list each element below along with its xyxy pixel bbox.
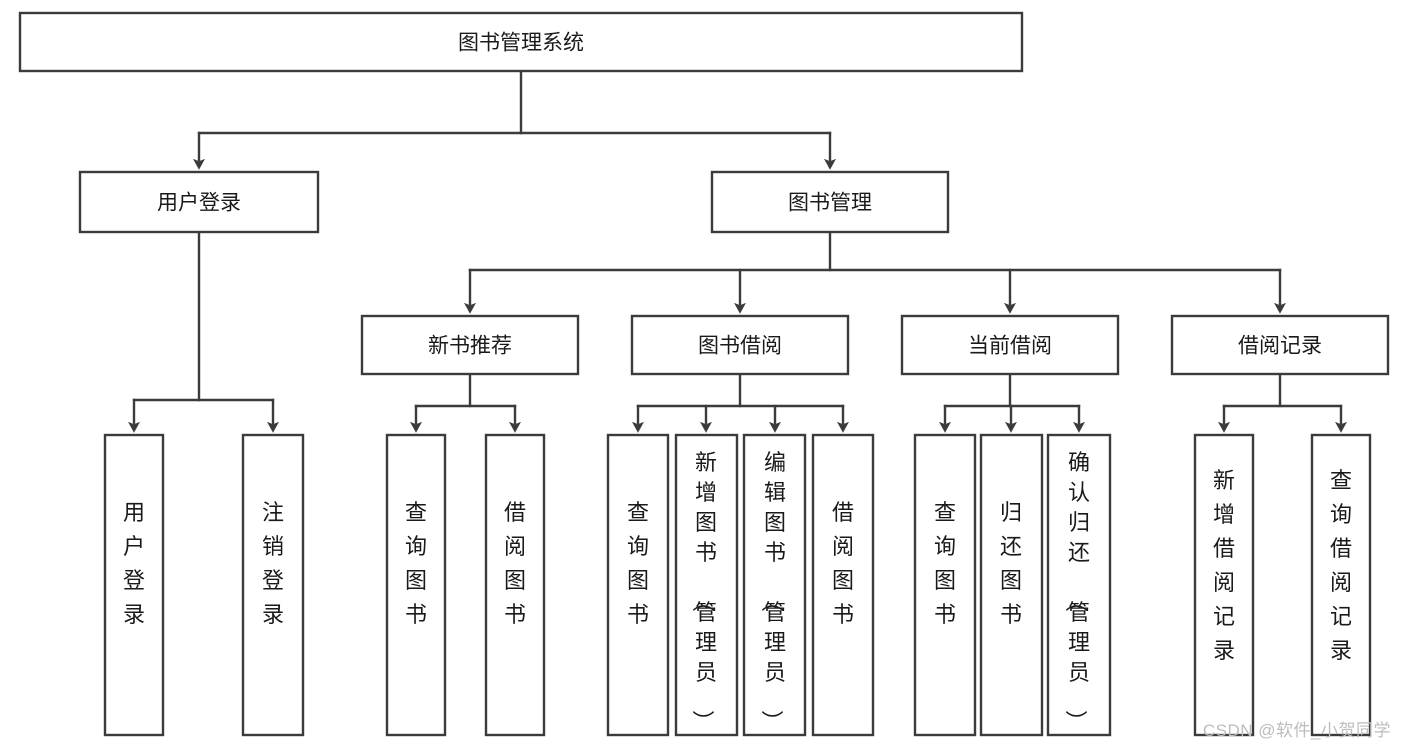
node-borrow-record[interactable]: 借阅记录 (1170, 314, 1390, 376)
leaf-query-book-borrow-label: 查询图书 (627, 500, 649, 627)
leaf-edit-book-admin[interactable]: 编辑图书（管理员） (742, 433, 807, 737)
leaf-borrow-book-borrow-box[interactable] (811, 433, 875, 737)
leaf-add-borrow-record-box[interactable] (1193, 433, 1255, 737)
leaf-query-book-new-box[interactable] (385, 433, 447, 737)
leaf-edit-book-admin-box[interactable] (742, 433, 807, 737)
node-book-manage-label: 图书管理 (788, 192, 872, 215)
node-current-borrow-label: 当前借阅 (968, 335, 1052, 358)
leaf-borrow-book-borrow-label: 借阅图书 (832, 500, 854, 627)
node-borrow-record-label: 借阅记录 (1238, 335, 1322, 358)
leaf-return-book-box[interactable] (979, 433, 1044, 737)
leaf-confirm-return-admin-box[interactable] (1046, 433, 1112, 737)
leaf-edit-book-admin-label: 编辑图书（管理员） (759, 450, 786, 732)
node-user-login-box[interactable] (78, 170, 320, 234)
leaf-query-book-current-box[interactable] (913, 433, 977, 737)
leaf-query-book-current[interactable]: 查询图书 (913, 433, 977, 737)
leaf-borrow-book-new-box[interactable] (484, 433, 546, 737)
node-new-book-recommend[interactable]: 新书推荐 (360, 314, 580, 376)
node-user-login-label: 用户登录 (157, 192, 241, 215)
node-user-login[interactable]: 用户登录 (78, 170, 320, 234)
leaf-add-book-admin[interactable]: 新增图书（管理员） (674, 433, 739, 737)
leaf-query-borrow-record-label: 查询借阅记录 (1330, 468, 1352, 663)
leaf-query-borrow-record-box[interactable] (1310, 433, 1372, 737)
leaf-return-book-label: 归还图书 (1000, 500, 1022, 627)
leaf-logout-login[interactable]: 注销登录 (241, 433, 305, 737)
node-root-system-box[interactable] (18, 11, 1024, 73)
node-current-borrow[interactable]: 当前借阅 (900, 314, 1120, 376)
leaf-user-login[interactable]: 用户登录 (103, 433, 165, 737)
leaf-borrow-book-new-label: 借阅图书 (504, 500, 526, 627)
node-book-borrow[interactable]: 图书借阅 (630, 314, 850, 376)
leaf-node-group: 用户登录 注销登录 查询图书 借阅图书 查询图书 新增图书（管理员） (103, 433, 1372, 737)
node-borrow-record-box[interactable] (1170, 314, 1390, 376)
leaf-add-book-admin-box[interactable] (674, 433, 739, 737)
node-current-borrow-box[interactable] (900, 314, 1120, 376)
leaf-user-login-box[interactable] (103, 433, 165, 737)
leaf-borrow-book-borrow[interactable]: 借阅图书 (811, 433, 875, 737)
leaf-add-book-admin-label: 新增图书（管理员） (690, 450, 717, 732)
leaf-add-borrow-record[interactable]: 新增借阅记录 (1193, 433, 1255, 737)
leaf-confirm-return-admin-label: 确认归还（管理员） (1063, 450, 1090, 732)
leaf-query-book-borrow[interactable]: 查询图书 (606, 433, 670, 737)
leaf-query-book-current-label: 查询图书 (934, 500, 956, 627)
node-book-manage-box[interactable] (710, 170, 950, 234)
node-book-manage[interactable]: 图书管理 (710, 170, 950, 234)
leaf-confirm-return-admin[interactable]: 确认归还（管理员） (1046, 433, 1112, 737)
node-new-book-recommend-label: 新书推荐 (428, 335, 512, 358)
node-book-borrow-box[interactable] (630, 314, 850, 376)
node-root-system[interactable]: 图书管理系统 (18, 11, 1024, 73)
leaf-logout-login-box[interactable] (241, 433, 305, 737)
leaf-query-book-borrow-box[interactable] (606, 433, 670, 737)
leaf-user-login-label: 用户登录 (123, 500, 145, 627)
leaf-add-borrow-record-label: 新增借阅记录 (1213, 468, 1235, 663)
leaf-query-book-new-label: 查询图书 (405, 500, 427, 627)
leaf-query-book-new[interactable]: 查询图书 (385, 433, 447, 737)
leaf-return-book[interactable]: 归还图书 (979, 433, 1044, 737)
leaf-borrow-book-new[interactable]: 借阅图书 (484, 433, 546, 737)
node-new-book-recommend-box[interactable] (360, 314, 580, 376)
leaf-query-borrow-record[interactable]: 查询借阅记录 (1310, 433, 1372, 737)
node-root-system-label: 图书管理系统 (458, 32, 584, 55)
connector-group (128, 69, 1347, 433)
node-book-borrow-label: 图书借阅 (698, 335, 782, 358)
leaf-logout-login-label: 注销登录 (262, 500, 284, 627)
